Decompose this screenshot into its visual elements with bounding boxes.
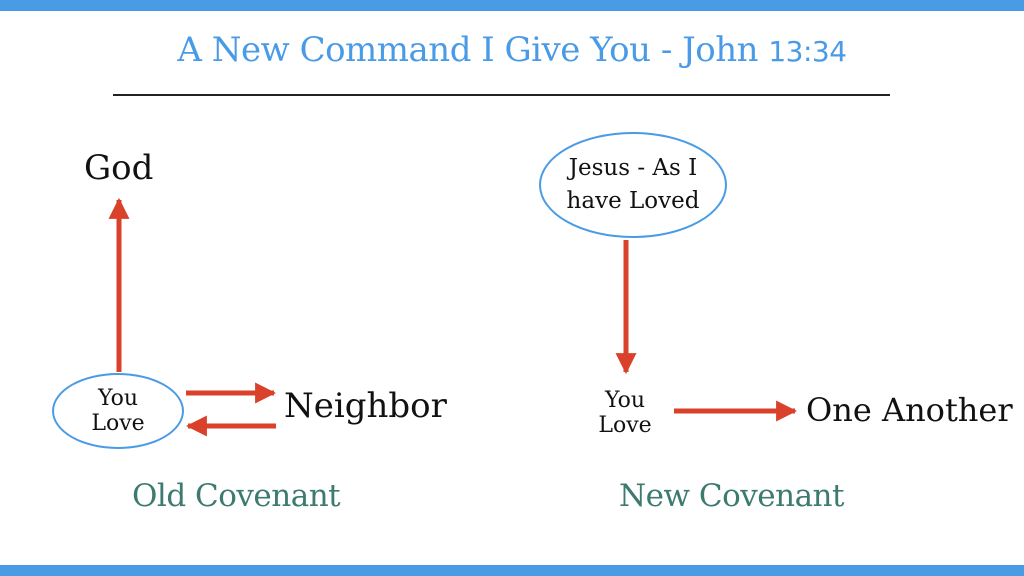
jesus-label: Jesus - As I have Loved — [566, 155, 700, 214]
top-border-bar — [0, 0, 1024, 11]
neighbor-label: Neighbor — [284, 386, 447, 426]
new-covenant-caption: New Covenant — [619, 478, 844, 514]
old-covenant-caption: Old Covenant — [132, 478, 341, 514]
you-love-ellipse: You Love — [52, 373, 184, 449]
title-divider — [113, 94, 890, 96]
you-love-label-new: You Love — [598, 388, 652, 438]
title-verse-ref: 13:34 — [768, 35, 847, 68]
god-label: God — [84, 148, 154, 188]
bottom-border-bar — [0, 565, 1024, 576]
slide-title: A New Command I Give You - John 13:34 — [0, 30, 1024, 70]
jesus-ellipse: Jesus - As I have Loved — [539, 132, 727, 238]
title-main: A New Command I Give You - John — [177, 30, 759, 70]
you-love-label-old: You Love — [91, 386, 145, 436]
one-another-label: One Another — [806, 391, 1013, 429]
